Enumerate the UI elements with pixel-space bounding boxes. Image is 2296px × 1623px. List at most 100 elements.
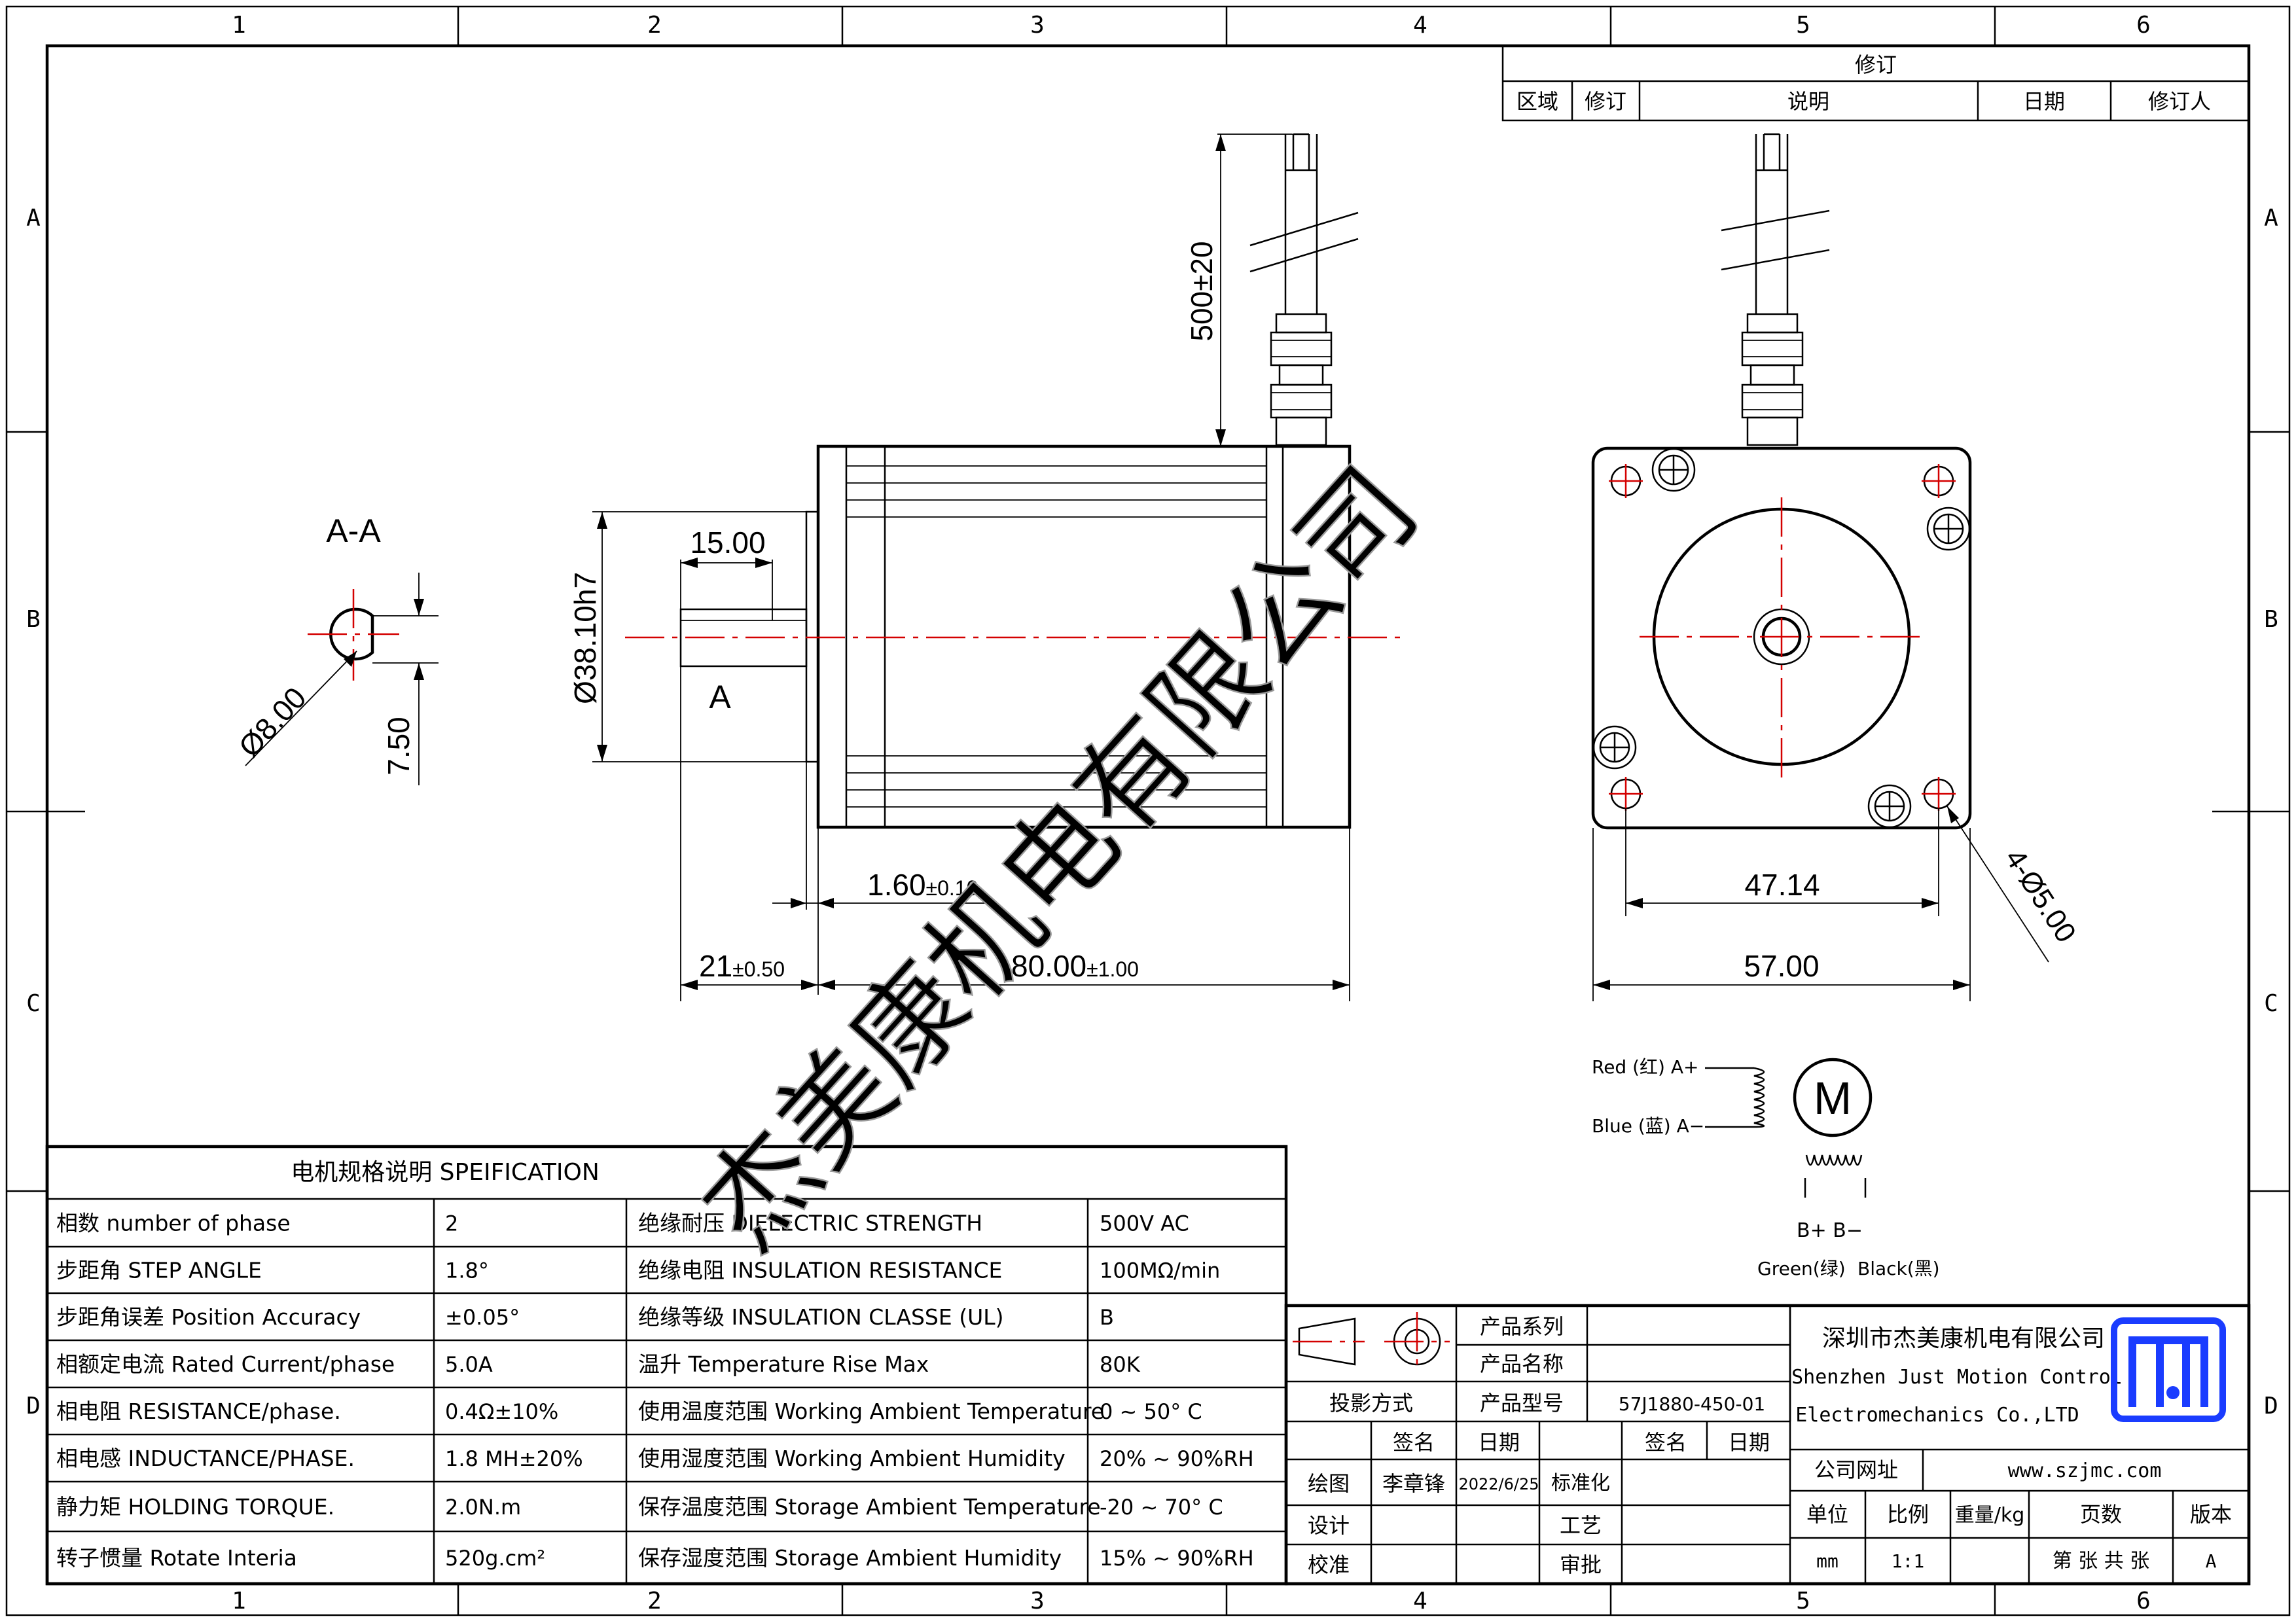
spec-rows: 相数 number of phase 2 绝缘耐压 DIELECTRIC STREN… xyxy=(56,1211,1254,1571)
spec-param-value: 2.0N.m xyxy=(445,1495,521,1520)
company-name-en-line2: Electromechanics Co.,LTD xyxy=(1795,1404,2079,1427)
row-label-right-a: A xyxy=(2264,205,2278,232)
version-value: A xyxy=(2206,1550,2217,1572)
revision-table: 修订 区域 修订 说明 日期 修订人 xyxy=(1501,45,2250,122)
spec-param-name-2: 使用温度范围 Working Ambient Temperature xyxy=(638,1399,1104,1424)
row-label-left-d: D xyxy=(26,1393,41,1419)
title-block: 投影方式 产品系列 产品名称 产品型号 57J1880-450-01 签名 日期… xyxy=(1284,1304,2251,1586)
col-label-bottom-5: 5 xyxy=(1796,1588,1810,1614)
version-label: 版本 xyxy=(2190,1502,2232,1527)
product-model-value: 57J1880-450-01 xyxy=(1619,1393,1765,1415)
revision-header-area: 区域 xyxy=(1516,89,1558,114)
col-label-bottom-6: 6 xyxy=(2136,1588,2151,1614)
revision-header-rev: 修订 xyxy=(1585,89,1626,114)
col-label-top-4: 4 xyxy=(1413,12,1427,39)
screw-head xyxy=(1926,507,1971,551)
hole-callout: 4-Ø5.00 xyxy=(1999,844,2083,948)
website-value: www.szjmc.com xyxy=(2008,1459,2162,1482)
standardization-label: 标准化 xyxy=(1551,1472,1610,1495)
spec-param-name-2: 温升 Temperature Rise Max xyxy=(638,1351,929,1377)
body-length-value: 80.00 xyxy=(1011,949,1086,983)
row-label-left-a: A xyxy=(26,205,41,232)
screw-head xyxy=(1651,448,1696,492)
drawn-by: 李章锋 xyxy=(1382,1471,1445,1496)
col-label-bottom-3: 3 xyxy=(1030,1588,1045,1614)
spec-param-name: 转子惯量 Rotate Interia xyxy=(56,1545,297,1571)
side-view: 500±20 15.00 Ø38.10h7 A 1.60±0.10 21±0.5… xyxy=(568,133,1407,1001)
date-header: 日期 xyxy=(1478,1430,1520,1455)
shaft-extension-dimension: 21±0.50 xyxy=(699,949,785,983)
spec-param-name: 相电感 INDUCTANCE/PHASE. xyxy=(56,1446,355,1471)
design-label: 设计 xyxy=(1308,1513,1350,1538)
pilot-height-tolerance: ±0.10 xyxy=(926,876,978,900)
spec-param-value: 2 xyxy=(445,1211,458,1236)
spec-param-name-2: 绝缘等级 INSULATION CLASSE (UL) xyxy=(638,1304,1004,1330)
spec-table: 电机规格说明 SPEIFICATION 相数 number of phase 2 绝… xyxy=(45,1145,1288,1586)
weight-label: 重量/kg xyxy=(1955,1504,2025,1527)
spec-param-value-2: 100MΩ/min xyxy=(1100,1258,1220,1283)
spec-param-value-2: 500V AC xyxy=(1100,1211,1189,1236)
row-label-right-b: B xyxy=(2264,606,2278,633)
spec-param-name: 静力矩 HOLDING TORQUE. xyxy=(56,1494,334,1520)
col-label-top-3: 3 xyxy=(1030,12,1045,39)
wire-green-label: Green(绿) xyxy=(1757,1258,1846,1279)
screw-head xyxy=(1592,725,1637,770)
wiring-diagram: Red (红) A+ Blue (蓝) A− M B+ B− Green(绿) … xyxy=(1592,1056,1940,1279)
spec-param-value: 0.4Ω±10% xyxy=(445,1399,558,1424)
process-label: 工艺 xyxy=(1560,1513,1602,1538)
revision-header-desc: 说明 xyxy=(1787,89,1829,114)
wire-black-label: Black(黑) xyxy=(1857,1258,1940,1279)
company-watermark: 杰美康机电有限公司 xyxy=(676,444,1443,1275)
pages-value: 第 张 共 张 xyxy=(2053,1550,2150,1573)
pilot-height-dimension: 1.60±0.10 xyxy=(867,868,978,902)
col-label-top-1: 1 xyxy=(232,12,246,39)
spec-param-name: 相额定电流 Rated Current/phase xyxy=(56,1351,395,1377)
row-label-left-c: C xyxy=(26,990,41,1017)
spec-param-value-2: 0 ~ 50° C xyxy=(1100,1399,1202,1424)
projection-symbol xyxy=(1293,1312,1450,1371)
company-name-cn: 深圳市杰美康机电有限公司 xyxy=(1822,1325,2105,1352)
unit-label: 单位 xyxy=(1806,1502,1848,1527)
scale-label: 比例 xyxy=(1887,1502,1929,1527)
wire-red-label: Red (红) A+ xyxy=(1592,1056,1698,1078)
section-cut-label: A xyxy=(709,679,731,715)
company-logo xyxy=(2111,1317,2226,1422)
spec-table-title: 电机规格说明 SPEIFICATION xyxy=(291,1159,600,1186)
pages-label: 页数 xyxy=(2080,1502,2122,1527)
spec-param-value-2: 20% ~ 90%RH xyxy=(1100,1446,1254,1471)
col-label-top-2: 2 xyxy=(647,12,662,39)
unit-value: mm xyxy=(1816,1550,1839,1572)
spec-param-value: ±0.05° xyxy=(445,1305,520,1330)
spec-param-value: 5.0A xyxy=(445,1352,493,1377)
check-label: 校准 xyxy=(1308,1552,1350,1577)
section-view-title: A-A xyxy=(326,512,381,549)
revision-header-reviser: 修订人 xyxy=(2148,89,2211,114)
spec-param-value-2: B xyxy=(1100,1305,1114,1330)
spec-param-value: 1.8 MH±20% xyxy=(445,1446,583,1471)
lead-length-dimension: 500±20 xyxy=(1185,241,1219,341)
pilot-diameter-dimension: Ø38.10h7 xyxy=(568,572,602,704)
spec-param-name-2: 使用湿度范围 Working Ambient Humidity xyxy=(638,1446,1066,1471)
spec-param-value: 1.8° xyxy=(445,1258,489,1283)
spec-param-name-2: 保存湿度范围 Storage Ambient Humidity xyxy=(638,1545,1062,1571)
col-label-bottom-2: 2 xyxy=(647,1588,662,1614)
product-name-label: 产品名称 xyxy=(1480,1351,1564,1376)
spec-param-name-2: 绝缘耐压 DIELECTRIC STRENGTH xyxy=(638,1211,982,1236)
col-label-bottom-4: 4 xyxy=(1413,1588,1427,1614)
scale-value: 1:1 xyxy=(1892,1550,1925,1572)
spec-param-name: 相数 number of phase xyxy=(56,1211,291,1236)
row-label-right-c: C xyxy=(2264,990,2278,1017)
flange-width-dimension: 57.00 xyxy=(1744,949,1819,983)
section-view-aa: A-A Ø8.00 7.50 xyxy=(232,512,439,785)
wire-b-labels: B+ B− xyxy=(1797,1219,1863,1242)
revision-header-date: 日期 xyxy=(2023,89,2065,114)
sign-header-2: 签名 xyxy=(1645,1430,1687,1455)
shaft-section-profile xyxy=(329,607,374,661)
website-label: 公司网址 xyxy=(1814,1457,1898,1482)
row-label-right-d: D xyxy=(2264,1393,2278,1419)
sign-header: 签名 xyxy=(1393,1430,1435,1455)
shaft-extension-tolerance: ±0.50 xyxy=(732,957,785,981)
drawn-label: 绘图 xyxy=(1308,1471,1350,1496)
date-header-2: 日期 xyxy=(1728,1430,1770,1455)
